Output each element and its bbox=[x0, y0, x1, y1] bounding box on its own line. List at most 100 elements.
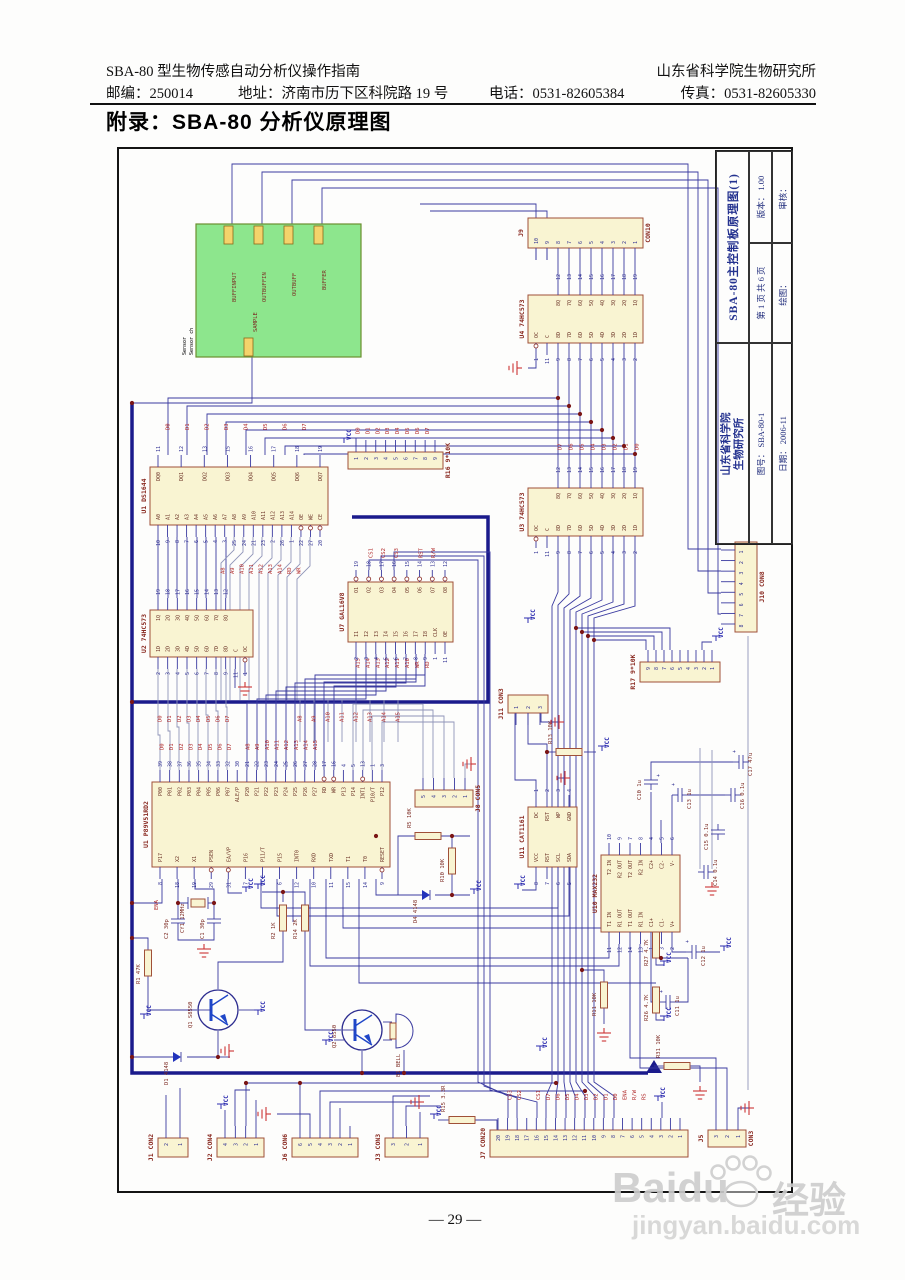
sensor-pin-pad bbox=[253, 225, 264, 245]
titleblock-date: 日期： 2006-11 bbox=[777, 415, 788, 472]
svg-text:3D: 3D bbox=[175, 646, 181, 652]
page-title: 附录：SBA-80 分析仪原理图 bbox=[106, 111, 392, 134]
svg-text:J2 CON4: J2 CON4 bbox=[206, 1134, 214, 1161]
svg-text:VCC: VCC bbox=[530, 609, 537, 620]
svg-text:A10: A10 bbox=[326, 712, 332, 722]
header-fax: 传真：0531-82605330 bbox=[680, 86, 816, 102]
svg-text:2: 2 bbox=[156, 672, 162, 675]
svg-text:3: 3 bbox=[166, 672, 172, 675]
svg-text:7D: 7D bbox=[567, 332, 573, 338]
svg-text:D0: D0 bbox=[160, 743, 166, 750]
svg-text:A10: A10 bbox=[265, 740, 271, 750]
svg-text:P15: P15 bbox=[278, 853, 284, 862]
svg-text:11: 11 bbox=[329, 882, 335, 888]
svg-text:6: 6 bbox=[739, 603, 745, 606]
svg-text:D3: D3 bbox=[187, 715, 193, 722]
svg-text:2: 2 bbox=[270, 540, 276, 543]
svg-text:+: + bbox=[671, 783, 677, 786]
svg-text:ENA: ENA bbox=[154, 899, 160, 910]
svg-text:P12: P12 bbox=[380, 787, 386, 796]
svg-text:2: 2 bbox=[164, 1143, 170, 1146]
svg-text:CON3: CON3 bbox=[747, 1131, 755, 1147]
svg-text:8: 8 bbox=[611, 1135, 617, 1138]
svg-text:EA/VP: EA/VP bbox=[226, 847, 232, 862]
svg-text:P13: P13 bbox=[341, 787, 347, 796]
svg-text:5: 5 bbox=[421, 795, 427, 798]
svg-text:2Q: 2Q bbox=[622, 300, 628, 306]
svg-text:15: 15 bbox=[589, 467, 595, 473]
svg-text:3D: 3D bbox=[611, 525, 617, 531]
svg-text:D5: D5 bbox=[208, 743, 214, 750]
watermark-brand: Baidu bbox=[612, 1164, 729, 1211]
svg-text:2D: 2D bbox=[622, 332, 628, 338]
svg-text:Q1 S8550: Q1 S8550 bbox=[188, 1002, 194, 1029]
svg-text:T1: T1 bbox=[346, 856, 352, 862]
svg-text:7Q: 7Q bbox=[567, 493, 573, 499]
svg-text:P10/T: P10/T bbox=[370, 787, 376, 802]
sensor-pin-pad bbox=[243, 337, 254, 357]
svg-text:18: 18 bbox=[295, 446, 301, 452]
svg-text:6D: 6D bbox=[204, 646, 210, 652]
svg-text:R/W: R/W bbox=[431, 547, 437, 558]
svg-text:D4: D4 bbox=[244, 423, 250, 430]
svg-text:4: 4 bbox=[600, 241, 606, 244]
svg-text:P16: P16 bbox=[243, 853, 249, 862]
svg-text:4: 4 bbox=[213, 540, 219, 543]
svg-text:1: 1 bbox=[633, 241, 639, 244]
svg-text:20: 20 bbox=[496, 1135, 502, 1141]
svg-text:A11: A11 bbox=[261, 511, 267, 520]
svg-text:1: 1 bbox=[433, 657, 439, 660]
svg-text:DQ5: DQ5 bbox=[272, 472, 278, 481]
svg-text:1: 1 bbox=[739, 550, 745, 553]
svg-text:RS: RS bbox=[642, 1093, 648, 1100]
component-c11: +C11 1u bbox=[659, 990, 681, 1016]
svg-text:DQ3: DQ3 bbox=[225, 472, 231, 481]
svg-text:OE: OE bbox=[299, 514, 305, 520]
svg-text:2: 2 bbox=[670, 947, 676, 950]
svg-text:R13 10K: R13 10K bbox=[548, 720, 554, 744]
svg-text:O7: O7 bbox=[430, 587, 436, 593]
vcc-icon: VCC bbox=[254, 875, 267, 889]
svg-text:OC: OC bbox=[534, 332, 540, 338]
svg-text:D5: D5 bbox=[565, 1093, 571, 1100]
svg-text:D4: D4 bbox=[198, 743, 204, 750]
svg-text:18: 18 bbox=[166, 589, 172, 595]
svg-text:D0: D0 bbox=[158, 715, 164, 722]
svg-text:P01: P01 bbox=[168, 787, 174, 796]
svg-text:I3: I3 bbox=[374, 631, 380, 637]
svg-text:30: 30 bbox=[235, 761, 241, 767]
svg-text:3: 3 bbox=[442, 795, 448, 798]
svg-text:1: 1 bbox=[370, 764, 376, 767]
svg-text:A9: A9 bbox=[312, 715, 318, 722]
svg-text:A12: A12 bbox=[385, 658, 391, 668]
svg-text:SAMPLE: SAMPLE bbox=[253, 312, 259, 332]
svg-text:O2: O2 bbox=[367, 587, 373, 593]
svg-text:A11: A11 bbox=[249, 564, 255, 574]
svg-text:C1 30p: C1 30p bbox=[200, 919, 206, 939]
svg-text:5: 5 bbox=[640, 1135, 646, 1138]
svg-text:R1 47K: R1 47K bbox=[136, 963, 142, 984]
vcc-icon: VCC bbox=[242, 878, 255, 892]
svg-text:DQ4: DQ4 bbox=[249, 472, 255, 481]
ground-icon bbox=[197, 944, 211, 958]
svg-text:5: 5 bbox=[739, 593, 745, 596]
svg-text:VCC: VCC bbox=[248, 878, 255, 889]
svg-text:VCC: VCC bbox=[436, 1105, 443, 1116]
ground-icon bbox=[705, 882, 719, 896]
svg-text:4: 4 bbox=[175, 672, 181, 675]
component-c13: +C13 1u bbox=[671, 783, 693, 809]
svg-text:1D: 1D bbox=[156, 646, 162, 652]
svg-text:R14 2K: R14 2K bbox=[293, 918, 299, 939]
svg-text:GND: GND bbox=[567, 812, 573, 821]
svg-text:R17 9*10K: R17 9*10K bbox=[629, 654, 637, 689]
svg-text:U1 P89V51RD2: U1 P89V51RD2 bbox=[142, 801, 150, 848]
svg-text:VCC: VCC bbox=[146, 1005, 153, 1016]
svg-text:4D: 4D bbox=[600, 332, 606, 338]
svg-text:5: 5 bbox=[351, 764, 357, 767]
svg-text:12: 12 bbox=[573, 1135, 579, 1141]
svg-text:17: 17 bbox=[525, 1135, 531, 1141]
svg-text:P06: P06 bbox=[216, 787, 222, 796]
component-b1: B1 BELL bbox=[389, 1013, 414, 1077]
